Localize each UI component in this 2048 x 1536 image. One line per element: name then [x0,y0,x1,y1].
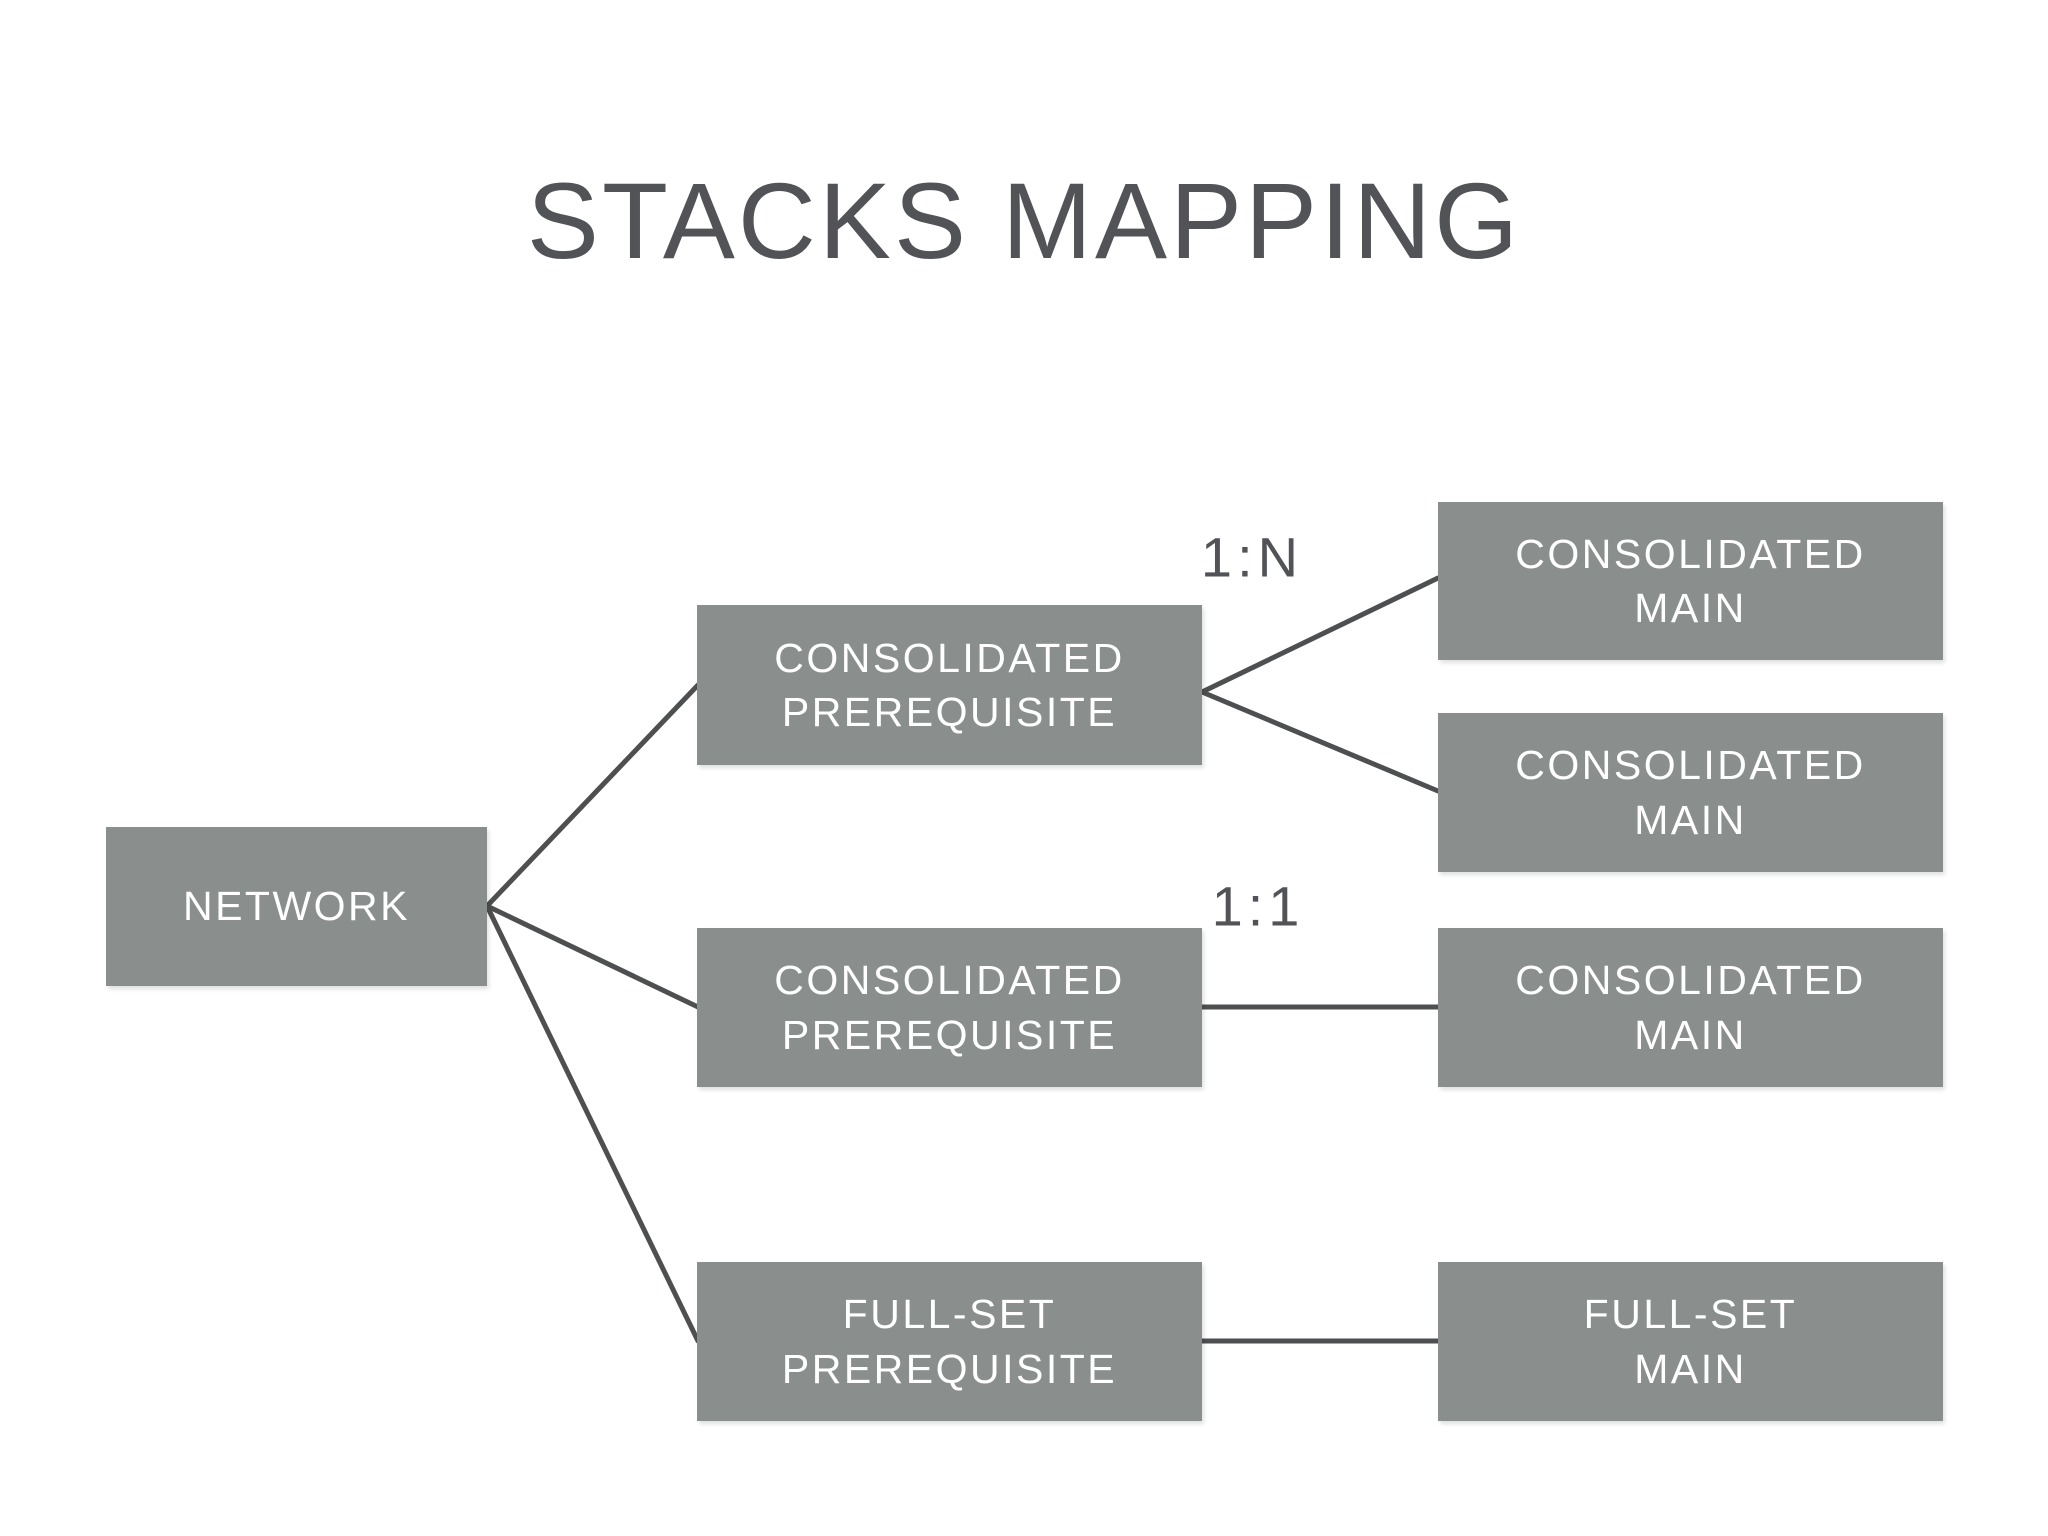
node-full-set-main: FULL-SET MAIN [1438,1262,1943,1421]
edge-network-to-consolidated-prerequisite-2 [484,903,701,1010]
page-title: STACKS MAPPING [526,160,1522,281]
edge-network-to-consolidated-prerequisite-1 [484,682,701,909]
edge-consolidated-prerequisite-1-to-consolidated-main-2 [1199,689,1441,794]
node-consolidated-prerequisite-1: CONSOLIDATED PREREQUISITE [697,605,1202,765]
cardinality-label-one-to-one: 1:1 [1211,874,1305,938]
node-network: NETWORK [106,827,487,986]
edge-consolidated-prerequisite-1-to-consolidated-main-1 [1199,575,1441,695]
edge-network-to-full-set-prerequisite [484,903,701,1344]
node-consolidated-main-3: CONSOLIDATED MAIN [1438,928,1943,1087]
node-consolidated-main-2: CONSOLIDATED MAIN [1438,713,1943,872]
node-consolidated-prerequisite-2: CONSOLIDATED PREREQUISITE [697,928,1202,1087]
cardinality-label-one-to-n: 1:N [1200,525,1304,589]
node-consolidated-main-1: CONSOLIDATED MAIN [1438,502,1943,660]
node-full-set-prerequisite: FULL-SET PREREQUISITE [697,1262,1202,1421]
